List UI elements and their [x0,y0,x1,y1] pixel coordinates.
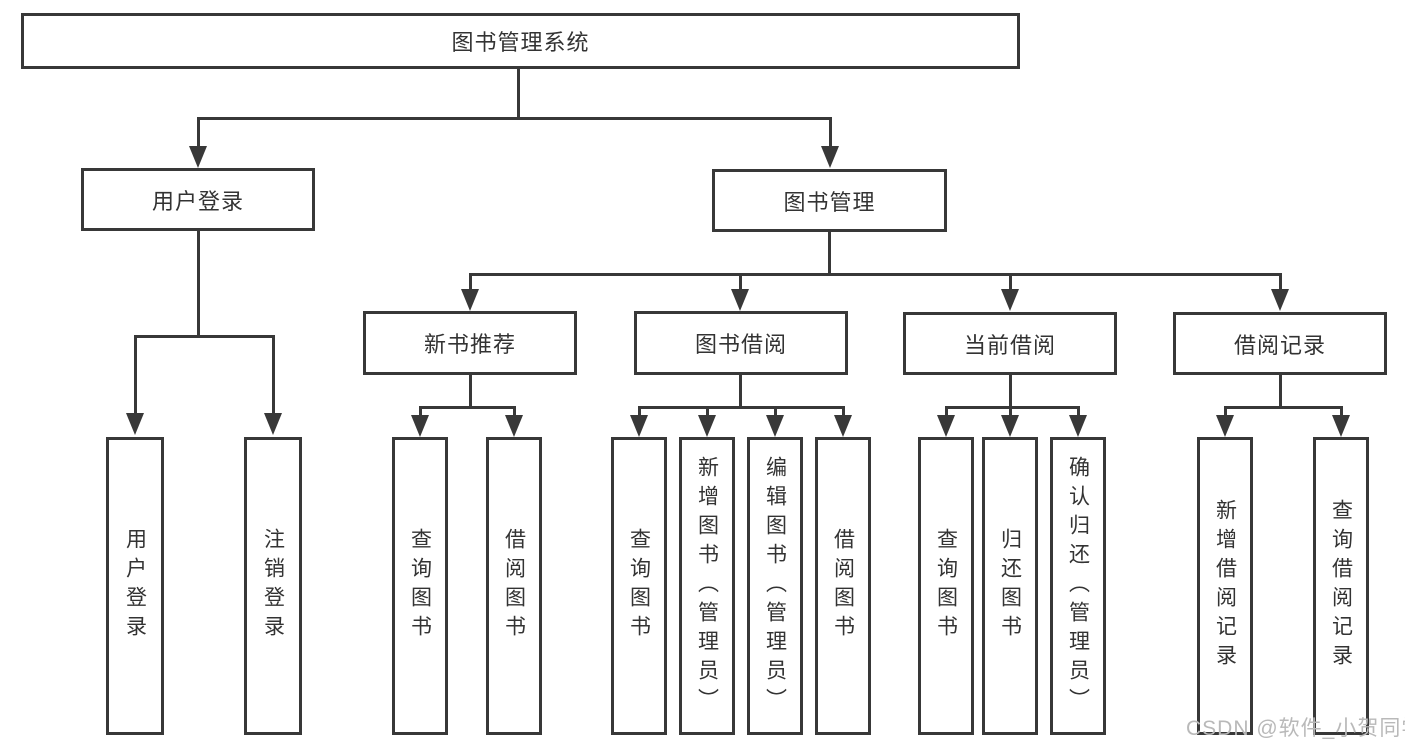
leaf-cb-return-books: 归还图书 [982,437,1038,735]
connector-root-stem [517,69,520,117]
arrow-down-icon [264,413,282,435]
leaf-bb-query-books: 查询图书 [611,437,667,735]
node-book-borrowing-label: 图书借阅 [694,332,787,357]
leaf-bb-edit-books-admin: 编辑图书（管理员） [747,437,803,735]
leaf-br-query-record-label: 查询借阅记录 [1329,499,1353,673]
arrow-down-icon [1332,415,1350,437]
arrow-down-icon [1216,415,1234,437]
arrow-down-icon [1069,415,1087,437]
connector-bookmgmt-stem [828,232,831,273]
leaf-logout-label: 注销登录 [261,528,285,644]
arrow-down-icon [461,289,479,311]
node-new-book-recommend: 新书推荐 [363,311,577,375]
connector-bookmgmt-shaft-2 [739,273,742,289]
leaf-bb-query-books-label: 查询图书 [627,528,651,644]
node-current-borrowing-label: 当前借阅 [963,332,1056,358]
leaf-logout: 注销登录 [244,437,302,735]
connector-bb-shaft-3 [774,406,777,416]
connector-bb-stem [739,375,742,406]
connector-bookmgmt-shaft-1 [469,273,472,289]
connector-userlogin-stem [197,231,200,335]
leaf-bb-borrow-books-label: 借阅图书 [831,528,855,644]
connector-userlogin-shaft-1 [134,335,137,415]
connector-cb-shaft-1 [945,406,948,416]
leaf-user-login: 用户登录 [106,437,164,735]
connector-bookmgmt-shaft-3 [1009,273,1012,289]
node-root-label: 图书管理系统 [451,30,590,55]
connector-root-right-shaft [829,117,832,147]
connector-cb-shaft-3 [1077,406,1080,416]
connector-cb-stem [1009,375,1012,406]
arrow-down-icon [126,413,144,435]
leaf-bb-edit-books-admin-label: 编辑图书（管理员） [763,455,787,717]
leaf-nbr-borrow-books-label: 借阅图书 [502,528,526,644]
leaf-bb-borrow-books: 借阅图书 [815,437,871,735]
node-borrow-records-label: 借阅记录 [1233,332,1326,358]
leaf-cb-query-books-label: 查询图书 [934,528,958,644]
leaf-bb-add-books-admin: 新增图书（管理员） [679,437,735,735]
arrow-down-icon [821,146,839,168]
leaf-br-query-record: 查询借阅记录 [1313,437,1369,735]
connector-bb-shaft-1 [638,406,641,416]
connector-cb-bar [945,406,1079,409]
arrow-down-icon [731,289,749,311]
arrow-down-icon [411,415,429,437]
arrow-down-icon [766,415,784,437]
connector-br-stem [1279,375,1282,406]
connector-root-bar [197,117,831,120]
connector-nbr-shaft-1 [419,406,422,416]
leaf-cb-confirm-return-admin-label: 确认归还（管理员） [1066,455,1090,717]
connector-cb-shaft-2 [1009,406,1012,416]
node-book-borrowing: 图书借阅 [634,311,848,375]
connector-bookmgmt-shaft-4 [1279,273,1282,289]
leaf-nbr-query-books-label: 查询图书 [408,528,432,644]
connector-bb-bar [638,406,845,409]
arrow-down-icon [698,415,716,437]
connector-root-left-shaft [197,117,200,147]
leaf-br-add-record: 新增借阅记录 [1197,437,1253,735]
connector-nbr-bar [419,406,516,409]
arrow-down-icon [505,415,523,437]
arrow-down-icon [630,415,648,437]
leaf-cb-return-books-label: 归还图书 [998,528,1022,644]
connector-bb-shaft-2 [706,406,709,416]
arrow-down-icon [1001,289,1019,311]
node-root: 图书管理系统 [21,13,1020,69]
connector-bb-shaft-4 [842,406,845,416]
connector-br-shaft-2 [1340,406,1343,416]
connector-br-shaft-1 [1224,406,1227,416]
leaf-cb-confirm-return-admin: 确认归还（管理员） [1050,437,1106,735]
connector-br-bar [1224,406,1342,409]
node-current-borrowing: 当前借阅 [903,312,1117,375]
csdn-watermark: CSDN @软件_小贺同学 [1186,717,1405,740]
leaf-nbr-query-books: 查询图书 [392,437,448,735]
arrow-down-icon [1271,289,1289,311]
arrow-down-icon [189,146,207,168]
arrow-down-icon [834,415,852,437]
node-new-book-recommend-label: 新书推荐 [423,332,516,357]
arrow-down-icon [937,415,955,437]
node-user-login-label: 用户登录 [151,188,244,214]
connector-nbr-stem [469,375,472,406]
connector-userlogin-bar [134,335,274,338]
node-borrow-records: 借阅记录 [1173,312,1387,375]
leaf-nbr-borrow-books: 借阅图书 [486,437,542,735]
leaf-cb-query-books: 查询图书 [918,437,974,735]
connector-bookmgmt-bar [469,273,1282,276]
leaf-bb-add-books-admin-label: 新增图书（管理员） [695,455,719,717]
leaf-br-add-record-label: 新增借阅记录 [1213,499,1237,673]
leaf-user-login-label: 用户登录 [123,528,147,644]
connector-userlogin-shaft-2 [272,335,275,415]
arrow-down-icon [1001,415,1019,437]
node-book-management: 图书管理 [712,169,947,232]
connector-nbr-shaft-2 [513,406,516,416]
node-book-management-label: 图书管理 [783,189,876,215]
node-user-login: 用户登录 [81,168,315,231]
